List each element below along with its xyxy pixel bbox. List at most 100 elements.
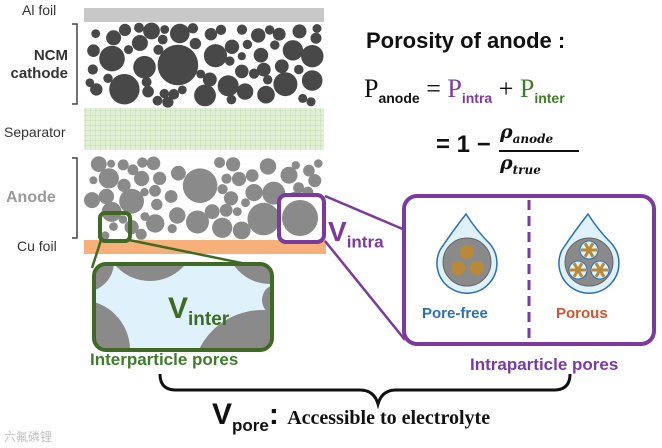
cu-foil-label: Cu foil [17,238,57,254]
intra-zoom-particle [282,200,318,236]
cathode-particle [301,45,324,68]
interparticle-pores-caption: Interparticle pores [90,350,239,369]
cathode-particle [256,62,271,77]
cathode-particle [225,56,235,66]
anode-particle [89,176,98,185]
p-anode: Panode [364,74,420,107]
anode-particle [245,184,263,202]
al-foil-label: Al foil [22,2,57,18]
ncm-cathode-layer [85,22,324,108]
cathode-particle [224,39,240,54]
inter-zoom-marker [98,211,132,243]
anode-particle [226,157,241,172]
intra-connector-top [324,194,406,232]
anode-particle [134,170,150,187]
cathode-particle [142,85,154,98]
p-intra-sub: intra [461,90,493,107]
anode-particle [146,214,165,233]
p-inter-sub: inter [534,90,565,107]
anode-particle [259,158,277,175]
cathode-particle [159,88,169,99]
cathode-particle [157,44,199,86]
rho-true-sub: true [512,162,541,177]
intraparticle-zoom-box [402,194,656,346]
anode-particle [303,164,315,177]
cathode-particle [177,85,187,95]
anode-particle [212,217,233,238]
cathode-particle [133,55,156,79]
rho-anode: ρanode [500,121,553,146]
cathode-particle [257,85,275,104]
anode-particle [223,191,239,206]
cathode-particle [236,83,254,100]
porous-particle [558,212,620,294]
intra-connector-bottom [324,240,406,341]
cathode-particle [270,40,280,50]
anode-particle [109,222,118,231]
anode-particle [164,190,178,203]
anode-bracket [72,157,78,239]
anode-particle [140,188,149,197]
porous-pore-spike [598,262,606,271]
cathode-particle [170,23,190,44]
v-pore-colon: : [268,398,279,431]
cathode-particle [249,68,260,79]
pore-free-particle [436,212,498,294]
cathode-particle [91,29,101,38]
anode-particle [308,174,322,188]
p-intra: Pintra [447,74,493,107]
rho-anode-symbol: ρ [500,121,513,143]
anode-particle [90,156,107,173]
anode-particle [231,171,247,187]
rho-anode-sub: anode [512,131,554,146]
cathode-particle [202,72,217,87]
cathode-particle [196,69,206,79]
cathode-bracket [72,23,78,105]
cathode-particle [242,39,253,50]
cathode-particle [162,96,174,108]
cathode-particle [168,89,180,100]
fraction-bar [499,150,579,152]
cathode-particle [103,73,113,84]
anode-particle [214,157,226,168]
cathode-particle [203,44,228,68]
anode-particle [245,169,259,182]
anode-particle [153,171,167,185]
anode-particle [118,215,128,224]
anode-particle [98,188,115,205]
cathode-particle [226,94,237,105]
cathode-particle [282,40,304,61]
p-inter: Pinter [520,74,565,107]
eq2-prefix: = 1 − [436,131,491,158]
cathode-particle [134,22,144,33]
anode-particle [293,182,305,194]
cathode-particle [99,45,125,72]
anode-particle [314,159,323,168]
cathode-particle [217,75,239,97]
cathode-particle [301,70,323,91]
anode-particle [232,207,242,217]
anode-particle [127,164,139,176]
intraparticle-pores-caption: Intraparticle pores [470,355,619,374]
cathode-particle [253,47,269,63]
anode-particle [84,192,100,209]
interparticle-zoom-box [92,262,274,352]
cathode-particle [131,35,148,51]
anode-particle [241,198,250,208]
cathode-particle [118,23,132,36]
cathode-particle [264,25,275,35]
anode-particle [137,157,148,168]
porosity-title: Porosity of anode : [366,28,565,54]
anode-particle [101,231,110,240]
anode-particle [167,224,177,234]
cathode-particle [298,93,308,103]
v-intra-symbol: V [328,216,347,247]
anode-particle [182,168,218,203]
cathode-particle [87,64,98,75]
al-foil-layer [84,8,324,22]
p-anode-sub: anode [378,90,420,107]
separator-label: Separator [4,124,66,140]
cathode-particle [306,97,316,107]
v-pore-label: Vpore: Accessible to electrolyte [212,398,490,436]
cathode-particle [204,28,218,41]
